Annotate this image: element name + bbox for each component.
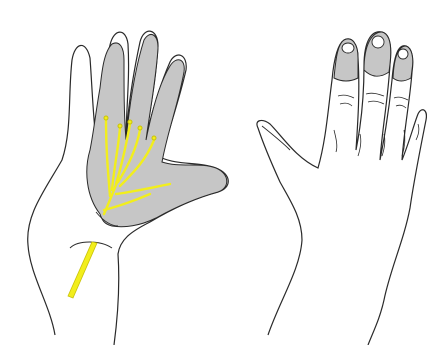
middle-nail xyxy=(372,36,384,48)
nerve-ending xyxy=(104,116,108,120)
index-nail xyxy=(342,43,354,53)
nerve-ending xyxy=(118,124,122,128)
palm-shaded-area xyxy=(87,34,227,226)
nerve-ending xyxy=(138,126,142,130)
dorsal-thumb-edge xyxy=(262,126,290,150)
palm-view xyxy=(28,31,229,345)
nerve-ending xyxy=(152,136,156,140)
ring-nail xyxy=(398,49,408,59)
dorsal-view xyxy=(257,32,426,345)
nerve-ending xyxy=(128,120,132,124)
median-nerve-trunk xyxy=(68,242,97,298)
